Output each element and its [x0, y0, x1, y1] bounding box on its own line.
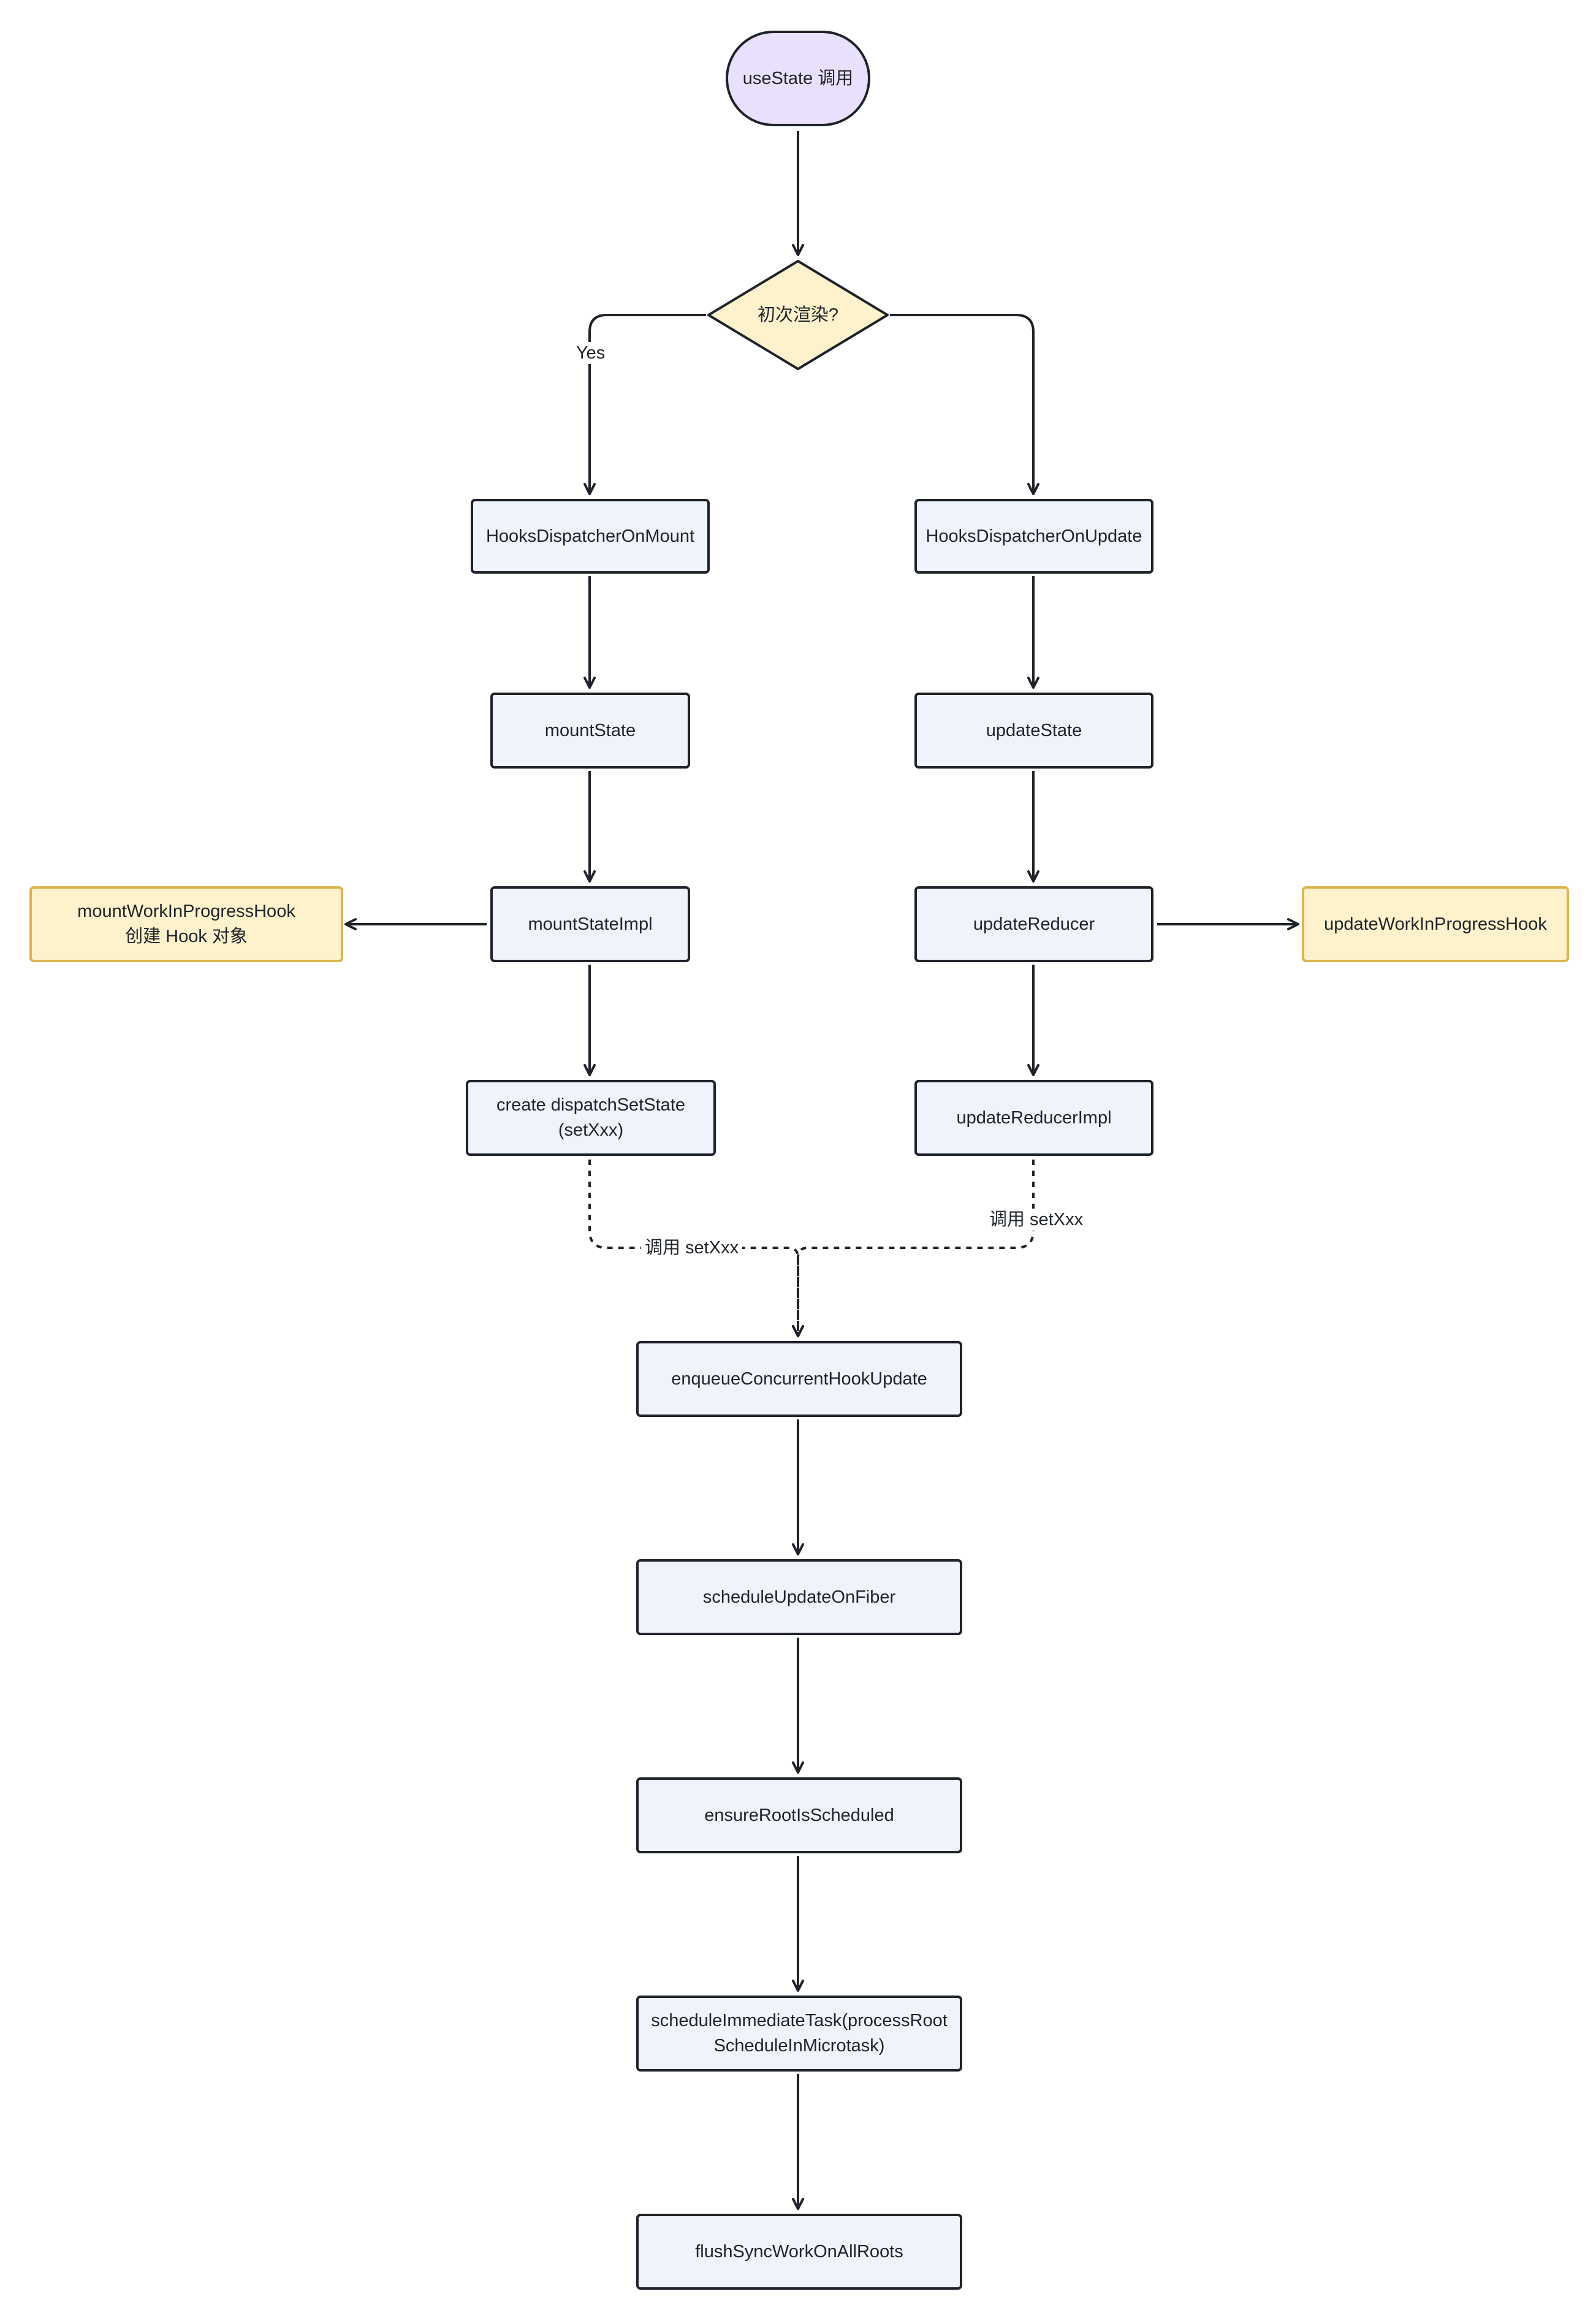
update-dispatcher-node: HooksDispatcherOnUpdate — [914, 499, 1153, 574]
edge-label-call-right: 调用 setXxx — [986, 1209, 1087, 1231]
decision-diamond — [707, 260, 889, 370]
update-reducer-node: updateReducer — [914, 886, 1153, 962]
mount-state-node: mountState — [490, 693, 690, 769]
flush-sync-node: flushSyncWorkOnAllRoots — [636, 2214, 962, 2290]
decision-label: 初次渲染? — [757, 305, 839, 325]
edge-decision-to-mount-dispatcher — [583, 314, 706, 495]
enqueue-node: enqueueConcurrentHookUpdate — [636, 1341, 962, 1417]
update-reducer-impl-node: updateReducerImpl — [914, 1080, 1153, 1156]
mount-state-impl-node: mountStateImpl — [490, 886, 690, 962]
start-node: useState 调用 — [726, 31, 870, 126]
create-dispatch-node: create dispatchSetState (setXxx) — [466, 1080, 716, 1156]
edge-label-call-left: 调用 setXxx — [641, 1237, 743, 1259]
edge-decision-to-update-dispatcher — [890, 314, 1039, 495]
schedule-immediate-node: scheduleImmediateTask(processRoot Schedu… — [636, 1996, 962, 2072]
update-wip-hook-note: updateWorkInProgressHook — [1302, 886, 1569, 962]
update-state-node: updateState — [914, 693, 1153, 769]
edge-update-reducer-impl-to-enqueue — [792, 1160, 1035, 1337]
ensure-root-node: ensureRootIsScheduled — [636, 1777, 962, 1853]
mount-wip-hook-note: mountWorkInProgressHook 创建 Hook 对象 — [29, 886, 343, 962]
mount-dispatcher-node: HooksDispatcherOnMount — [471, 499, 710, 574]
schedule-fiber-node: scheduleUpdateOnFiber — [636, 1559, 962, 1635]
edge-label-yes: Yes — [572, 342, 609, 364]
